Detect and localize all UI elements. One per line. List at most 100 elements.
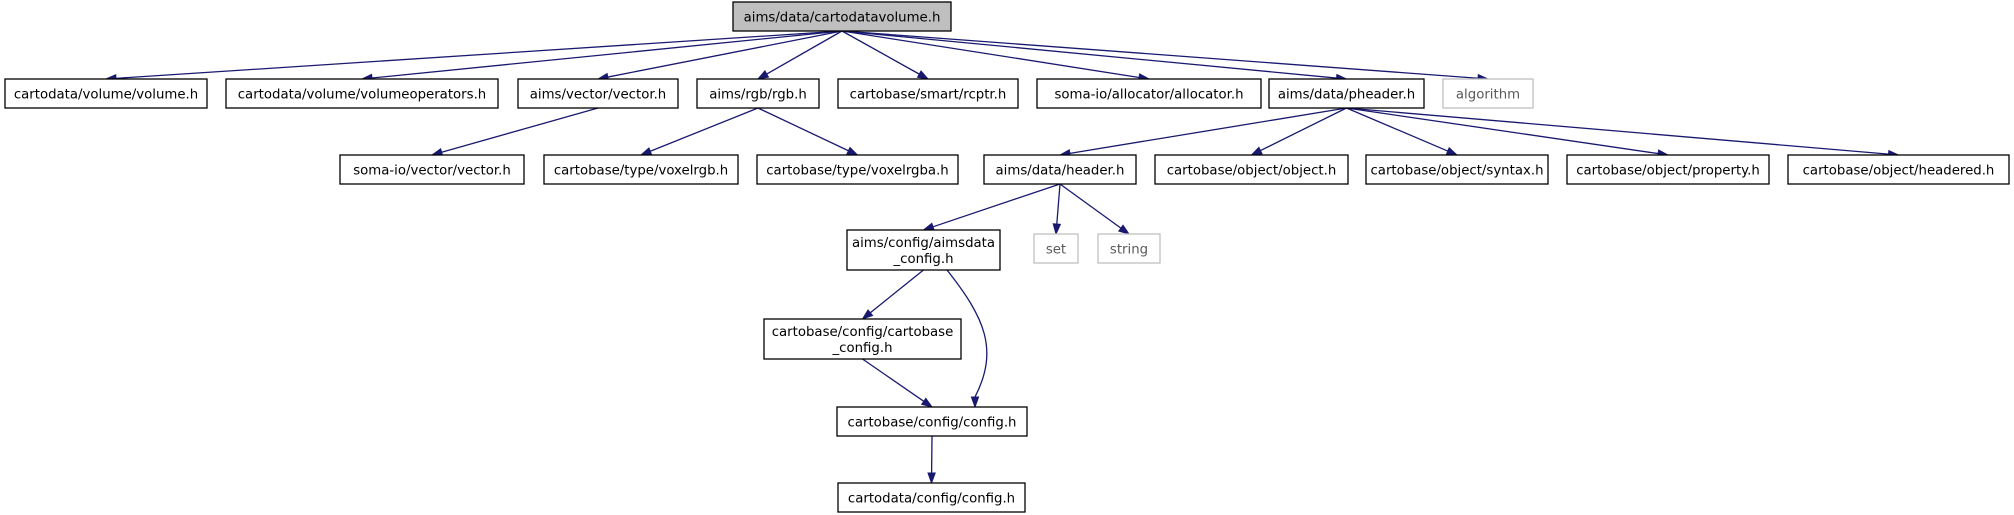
edge-n4-to-n10 [639, 107, 759, 156]
node-cartobase-type-voxelrgb-h[interactable]: cartobase/type/voxelrgb.h [543, 154, 739, 185]
node-aims-vector-vector-h[interactable]: aims/vector/vector.h [517, 78, 679, 109]
node-cartobase-object-headered-h[interactable]: cartobase/object/headered.h [1787, 154, 2010, 185]
arrowhead [846, 146, 859, 156]
node-label: cartobase/object/headered.h [1803, 164, 1995, 179]
node-label: _config.h [832, 341, 893, 356]
edge-n7-to-n14 [1346, 107, 1459, 156]
node-box [1566, 154, 1770, 185]
node-cartobase-config-cartobase-config-h[interactable]: cartobase/config/cartobase_config.h [763, 318, 962, 360]
node-soma-io-allocator-allocator-h[interactable]: soma-io/allocator/allocator.h [1036, 78, 1262, 109]
node-cartobase-object-object-h[interactable]: cartobase/object/object.h [1154, 154, 1349, 185]
node-label: aims/config/aimsdata [852, 236, 995, 251]
node-box [1442, 78, 1534, 109]
node-label: cartobase/config/cartobase [772, 325, 954, 340]
edge-n20-to-n21 [862, 358, 934, 408]
node-label: cartobase/type/voxelrgb.h [554, 164, 728, 179]
node-cartobase-config-config-h[interactable]: cartobase/config/config.h [836, 406, 1028, 437]
node-label: aims/data/cartodatavolume.h [744, 11, 941, 26]
node-cartodata-volume-volumeoperators-h[interactable]: cartodata/volume/volumeoperators.h [225, 78, 499, 109]
edge-n17-to-n20 [861, 269, 924, 320]
node-box [339, 154, 525, 185]
node-label: cartobase/object/property.h [1576, 164, 1760, 179]
node-label: set [1046, 243, 1066, 258]
arrowhead [1445, 146, 1459, 156]
node-label: cartobase/object/syntax.h [1370, 164, 1543, 179]
node-cartobase-type-voxelrgba-h[interactable]: cartobase/type/voxelrgba.h [756, 154, 959, 185]
node-label: aims/data/pheader.h [1278, 88, 1415, 103]
arrowhead [861, 309, 874, 320]
node-label: aims/data/header.h [996, 164, 1125, 179]
edge-line [757, 107, 849, 152]
node-box [836, 406, 1028, 437]
node-cartobase-smart-rcptr-h[interactable]: cartobase/smart/rcptr.h [837, 78, 1019, 109]
node-cartobase-object-property-h[interactable]: cartobase/object/property.h [1566, 154, 1770, 185]
edge-line [1346, 107, 1659, 155]
node-label: aims/vector/vector.h [530, 88, 666, 103]
node-soma-io-vector-vector-h[interactable]: soma-io/vector/vector.h [339, 154, 525, 185]
node-string[interactable]: string [1097, 233, 1161, 264]
node-aims-config-aimsdata-config-h[interactable]: aims/config/aimsdata_config.h [846, 229, 1001, 271]
edge-line [115, 30, 843, 79]
edge-line [1346, 107, 1889, 155]
node-label: _config.h [893, 252, 954, 267]
node-box [1787, 154, 2010, 185]
edge-line [441, 107, 599, 153]
edge-n21-to-n22 [927, 435, 936, 485]
edge-n7-to-n12 [1058, 107, 1347, 158]
edge-n12-to-n19 [1059, 183, 1131, 235]
edge-line [932, 183, 1061, 228]
edge-line [841, 30, 1140, 79]
edge-line [766, 30, 843, 75]
edge-n0-to-n4 [756, 30, 843, 80]
node-box [846, 229, 1001, 271]
node-label: aims/rgb/rgb.h [709, 88, 807, 103]
node-aims-data-cartodatavolume-h[interactable]: aims/data/cartodatavolume.h [732, 1, 952, 32]
edge-n3-to-n9 [430, 107, 599, 157]
node-label: string [1110, 243, 1148, 258]
arrowhead [920, 397, 934, 408]
edge-n0-to-n2 [360, 30, 843, 83]
edge-n17-to-n21 [946, 269, 988, 409]
node-cartodata-volume-volume-h[interactable]: cartodata/volume/volume.h [4, 78, 208, 109]
node-box [837, 482, 1026, 513]
node-box [225, 78, 499, 109]
node-aims-data-pheader-h[interactable]: aims/data/pheader.h [1268, 78, 1425, 109]
edge-n0-to-n8 [841, 30, 1490, 83]
node-box [696, 78, 820, 109]
node-box [1033, 233, 1079, 264]
node-label: cartodata/volume/volume.h [14, 88, 198, 103]
edges-layer [104, 30, 1900, 485]
edge-line [607, 30, 843, 78]
node-cartobase-object-syntax-h[interactable]: cartobase/object/syntax.h [1365, 154, 1549, 185]
edge-n7-to-n16 [1346, 107, 1900, 159]
node-box [763, 318, 962, 360]
node-box [1154, 154, 1349, 185]
edge-line [841, 30, 1479, 79]
edge-line [1059, 183, 1122, 229]
node-box [983, 154, 1137, 185]
node-label: soma-io/allocator/allocator.h [1054, 88, 1243, 103]
edge-n12-to-n17 [922, 183, 1061, 231]
edge-line [1069, 107, 1347, 155]
node-algorithm[interactable]: algorithm [1442, 78, 1534, 109]
node-box [1365, 154, 1549, 185]
node-label: cartobase/config/config.h [848, 416, 1017, 431]
edge-n0-to-n5 [841, 30, 930, 80]
node-cartodata-config-config-h[interactable]: cartodata/config/config.h [837, 482, 1026, 513]
node-set[interactable]: set [1033, 233, 1079, 264]
node-box [837, 78, 1019, 109]
edge-line [841, 30, 1337, 79]
edge-line [869, 269, 924, 314]
node-label: cartobase/object/object.h [1167, 164, 1337, 179]
node-aims-data-header-h[interactable]: aims/data/header.h [983, 154, 1137, 185]
node-aims-rgb-rgb-h[interactable]: aims/rgb/rgb.h [696, 78, 820, 109]
edge-line [1346, 107, 1449, 152]
edge-n7-to-n15 [1346, 107, 1670, 158]
edge-n12-to-n18 [1052, 183, 1062, 236]
edge-n0-to-n7 [841, 30, 1348, 83]
edge-line [1260, 107, 1347, 152]
node-label: cartobase/smart/rcptr.h [850, 88, 1007, 103]
arrowhead [927, 472, 936, 485]
node-box [1097, 233, 1161, 264]
